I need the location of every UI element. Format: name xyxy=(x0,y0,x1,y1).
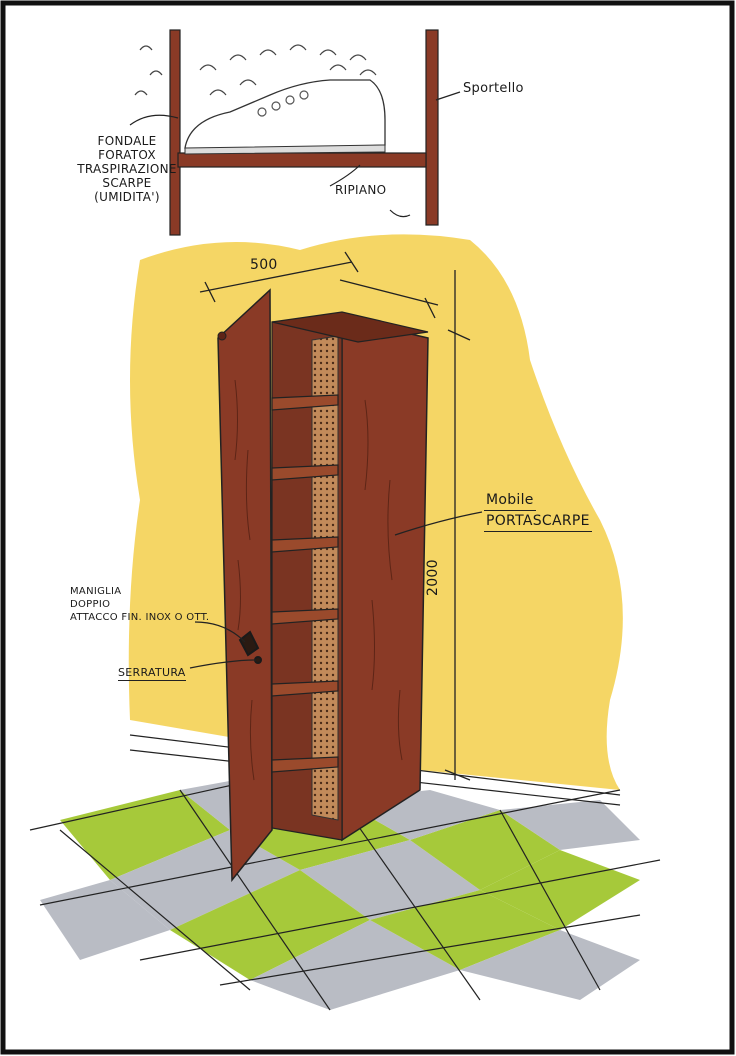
label-maniglia-line3: ATTACCO FIN. INOX O OTT. xyxy=(70,612,210,623)
label-fondale-line3: TRASPIRAZIONE xyxy=(77,162,177,176)
dimension-height: 2000 xyxy=(425,559,441,596)
cabinet-door xyxy=(217,288,273,883)
handle xyxy=(238,630,260,657)
floor-tiles xyxy=(40,770,640,1010)
humidity-swirls xyxy=(134,44,377,96)
detail-shelf xyxy=(177,152,427,168)
label-serratura: SERRATURA xyxy=(118,666,186,681)
label-fondale-line2: FORATOX xyxy=(98,148,156,162)
label-mobile-line2: PORTASCARPE xyxy=(484,511,592,532)
label-mobile-line1: Mobile xyxy=(484,490,536,511)
label-mobile: Mobile PORTASCARPE xyxy=(484,490,592,532)
label-maniglia-line1: MANIGLIA xyxy=(70,586,122,597)
label-maniglia-line2: DOPPIO xyxy=(70,599,111,610)
dimension-lines xyxy=(199,251,471,781)
cabinet-shelves xyxy=(271,394,339,773)
leader-mobile xyxy=(394,511,483,536)
shoe-cabinet xyxy=(217,288,429,883)
label-maniglia: MANIGLIA DOPPIO ATTACCO FIN. INOX O OTT. xyxy=(70,585,209,624)
leader-fondale xyxy=(129,114,179,126)
leader-sportello xyxy=(435,91,461,101)
leader-serratura xyxy=(189,659,257,669)
detail-back-panel xyxy=(169,29,181,236)
cabinet-side xyxy=(341,317,429,842)
dimension-width: 500 xyxy=(250,257,278,273)
label-ripiano: RIPIANO xyxy=(335,183,387,197)
label-fondale: FONDALE FORATOX TRASPIRAZIONE SCARPE (UM… xyxy=(72,134,182,204)
perforated-back-panel xyxy=(311,335,339,821)
detail-door-edge xyxy=(425,29,439,226)
leader-maniglia xyxy=(194,621,246,643)
label-fondale-line5: (UMIDITA') xyxy=(94,190,160,204)
label-sportello: Sportello xyxy=(463,81,524,96)
detail-section xyxy=(129,29,461,236)
leader-ripiano xyxy=(329,164,361,187)
label-fondale-line4: SCARPE xyxy=(102,176,152,190)
label-fondale-line1: FONDALE xyxy=(97,134,157,148)
